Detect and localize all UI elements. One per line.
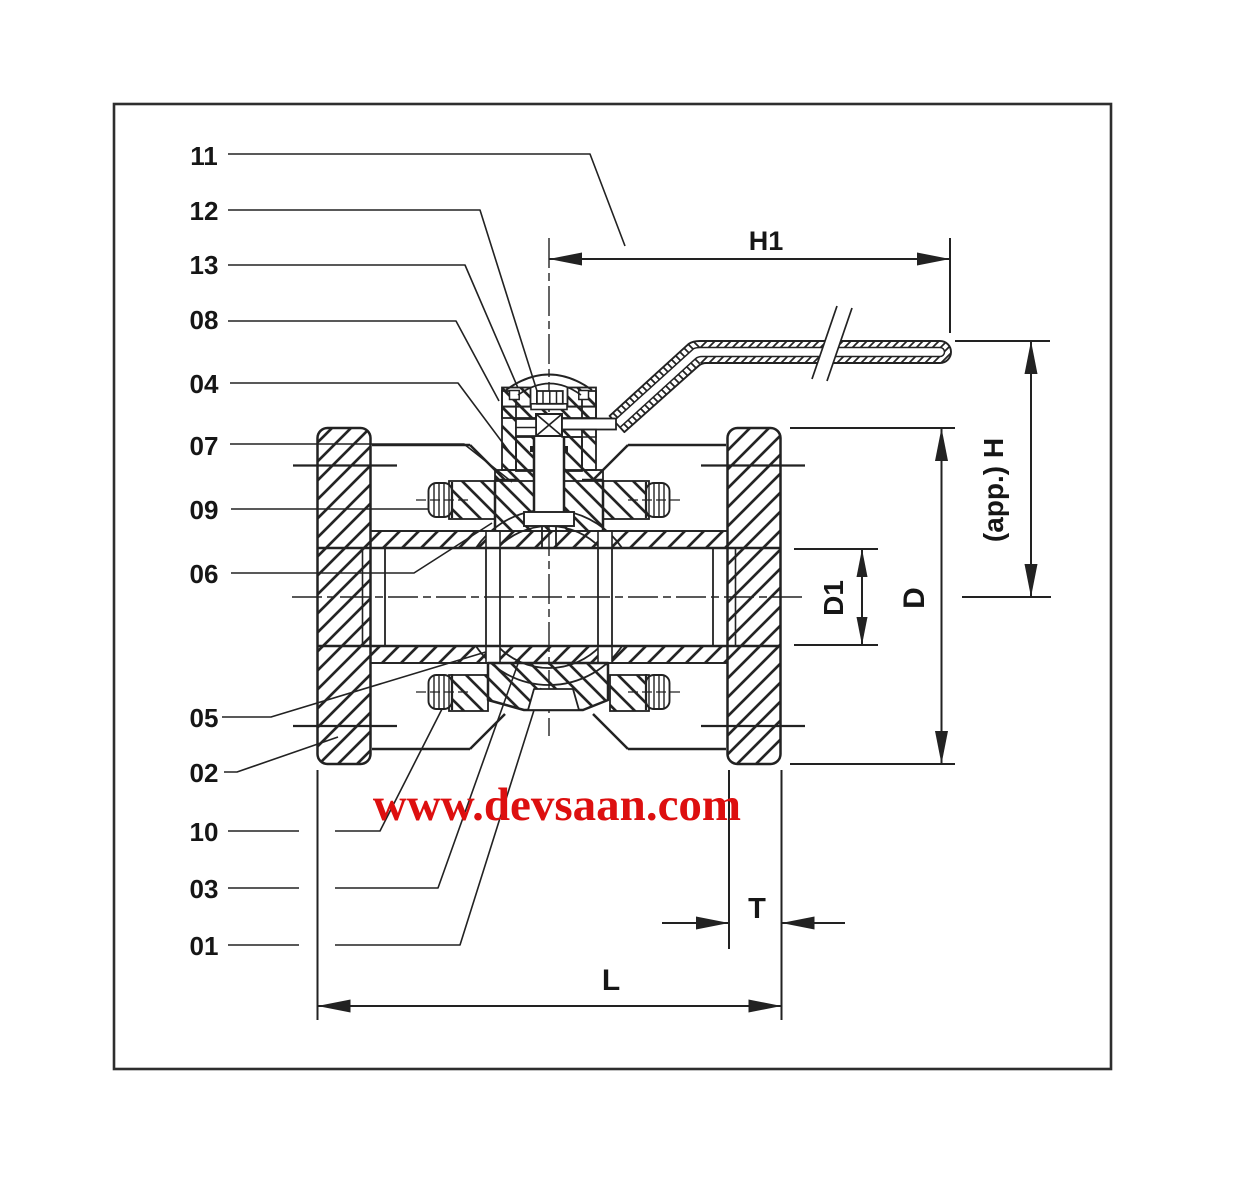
svg-text:D1: D1	[818, 580, 849, 616]
svg-text:09: 09	[190, 495, 219, 525]
svg-text:13: 13	[190, 250, 219, 280]
svg-text:03: 03	[190, 874, 219, 904]
svg-text:L: L	[602, 964, 620, 997]
svg-text:04: 04	[190, 369, 219, 399]
svg-text:10: 10	[190, 817, 219, 847]
svg-text:T: T	[748, 893, 766, 925]
svg-text:07: 07	[190, 431, 219, 461]
svg-text:(app.) H: (app.) H	[978, 438, 1009, 542]
svg-text:08: 08	[190, 305, 219, 335]
svg-text:06: 06	[190, 559, 219, 589]
svg-text:01: 01	[190, 931, 219, 961]
svg-text:www.devsaan.com: www.devsaan.com	[373, 779, 741, 831]
svg-text:H1: H1	[749, 226, 784, 256]
svg-text:D: D	[898, 587, 931, 609]
svg-text:02: 02	[190, 758, 219, 788]
svg-text:11: 11	[190, 141, 218, 171]
svg-text:12: 12	[190, 196, 219, 226]
svg-text:05: 05	[190, 703, 219, 733]
